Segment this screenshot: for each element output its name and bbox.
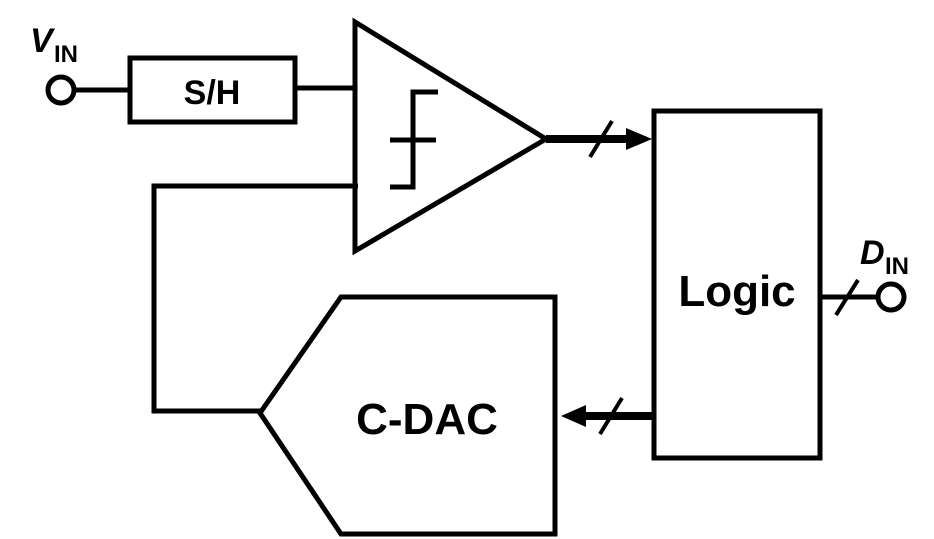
cdac-label: C-DAC: [356, 395, 498, 444]
logic-label: Logic: [678, 267, 795, 316]
arrowhead-to-cdac: [561, 405, 586, 427]
bus-slash-output: [834, 278, 860, 317]
din-label-sub: IN: [885, 253, 909, 280]
bus-slash-top: [588, 119, 614, 159]
logic-block: [651, 108, 823, 461]
din-terminal: [875, 281, 907, 313]
vin-terminal: [45, 74, 77, 106]
comparator-triangle: [352, 17, 551, 256]
bus-slash-bottom: [598, 396, 624, 436]
feedback-wire: [151, 183, 358, 414]
din-label-main: D: [860, 234, 885, 272]
vin-label-main: V: [30, 22, 56, 60]
vin-label-sub: IN: [54, 41, 78, 68]
arrowhead-to-logic: [626, 128, 652, 150]
sample-hold-label: S/H: [184, 74, 241, 112]
cdac-block: [256, 294, 558, 537]
